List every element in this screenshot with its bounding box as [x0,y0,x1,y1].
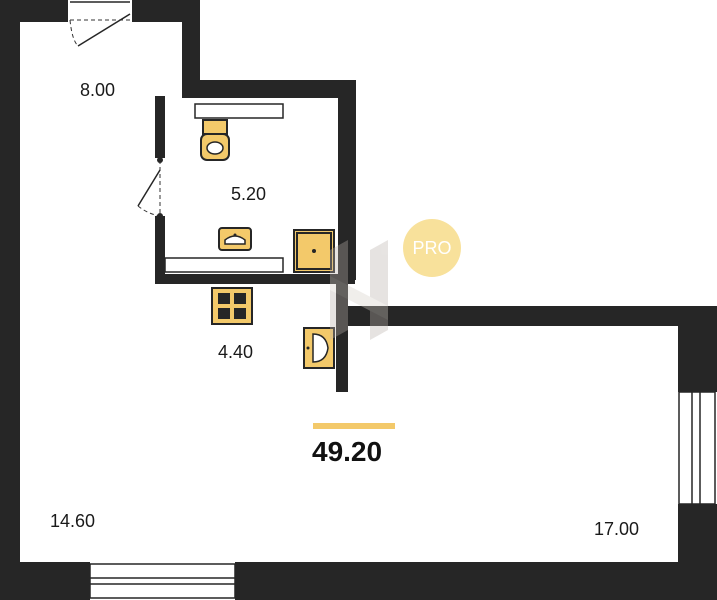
total-area: 49.20 [312,436,383,467]
shower-icon [293,229,335,273]
toilet-icon [200,119,230,161]
room-area-right-room: 17.00 [594,519,640,539]
sink-icon [218,227,252,251]
stove-icon [211,287,253,325]
entrance-door [69,1,131,47]
room-area-left-room: 14.60 [50,511,96,531]
bathroom-door [137,157,163,219]
room-area-hall: 8.00 [80,80,116,100]
window-right [678,391,716,505]
pro-badge: PRO [403,219,461,277]
room-area-bathroom: 5.20 [231,184,267,204]
watermark-logo [330,240,388,340]
room-area-kitchen: 4.40 [218,342,254,362]
bathroom-walls [155,96,355,392]
window-bottom [89,563,236,599]
total-area-underline [313,423,395,429]
kitchen-sink-icon [303,327,335,369]
